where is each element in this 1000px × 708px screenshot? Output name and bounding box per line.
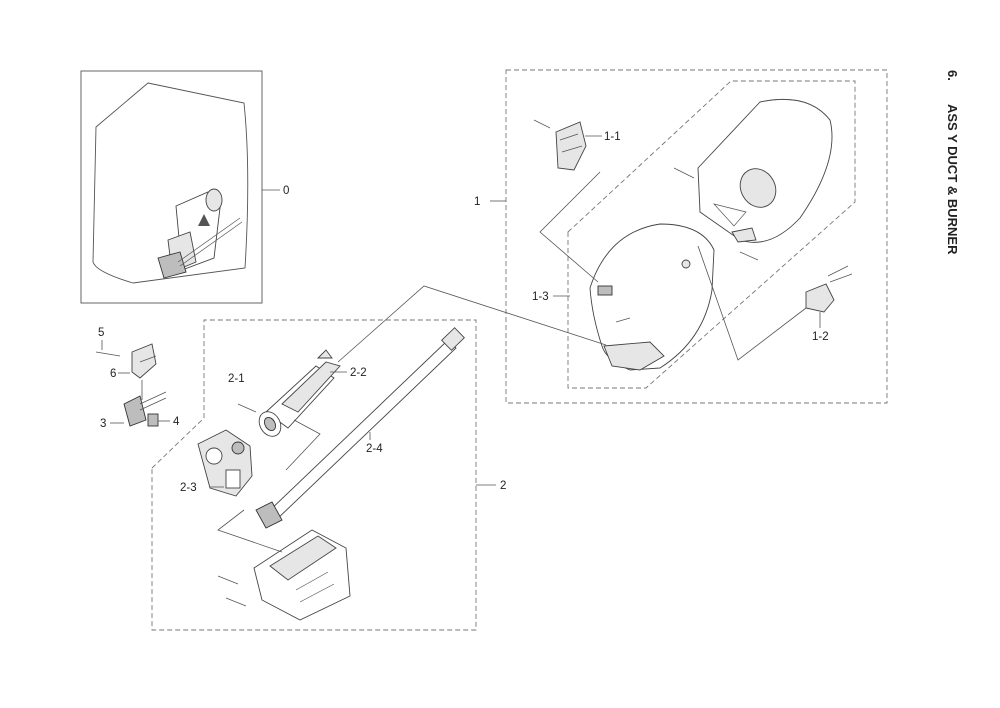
guide-line-valve	[285, 419, 321, 471]
screw-drawing-icon-3	[533, 119, 551, 129]
callout-3: 3	[100, 418, 106, 430]
screw-drawing-icon-2	[739, 251, 759, 261]
callout-5: 5	[98, 327, 104, 339]
assembly-drawing-icon	[157, 188, 243, 279]
screw-2-1	[237, 403, 257, 413]
coil-4	[147, 413, 159, 427]
callout-1-1: 1-1	[604, 131, 621, 143]
callout-1-3: 1-3	[532, 291, 549, 303]
section-number: 6.	[945, 70, 960, 81]
callout-2-1: 2-1	[228, 373, 245, 385]
callout-4: 4	[173, 416, 180, 428]
igniter-3	[123, 391, 167, 427]
duct-subgroup-outline	[567, 80, 856, 389]
callout-2-3: 2-3	[180, 482, 197, 494]
burner-tube-drawing-icon	[255, 327, 465, 529]
assembly-frame	[80, 70, 263, 304]
burner-drawing-icon	[258, 349, 341, 437]
section-title: ASS Y DUCT & BURNER	[945, 104, 960, 255]
clamp-bracket-6	[131, 343, 157, 379]
duct-assembly-group: 1 1-1	[474, 69, 888, 404]
flame-sensor-1-2	[805, 265, 853, 313]
screw-5	[95, 351, 121, 357]
screw-drawing-icon	[673, 167, 695, 179]
gas-valve-drawing-icon	[197, 429, 253, 497]
callout-2-4: 2-4	[366, 443, 383, 455]
bracket-drawing-icon	[217, 529, 351, 621]
guide-line-sensor	[697, 245, 807, 361]
callout-6: 6	[110, 368, 116, 380]
callout-2: 2	[500, 480, 506, 492]
burner-group-outline	[151, 319, 477, 631]
callout-2-2: 2-2	[350, 367, 367, 379]
section-heading: 6. ASS Y DUCT & BURNER	[945, 70, 960, 255]
duct-lower-drawing-icon	[589, 223, 715, 371]
guide-line-bracket	[217, 509, 283, 553]
duct-drawing-icon	[697, 98, 833, 243]
guide-line-burner-to-duct	[337, 285, 607, 363]
loose-parts: 5 6 3 4	[95, 327, 180, 430]
callout-1-2: 1-2	[812, 331, 829, 343]
duct-group-outline	[505, 69, 888, 404]
guide-line-duct	[539, 171, 601, 283]
burner-assembly-group: 2 2-2 2-1 2-3 2-4	[151, 319, 506, 631]
callout-0: 0	[283, 185, 289, 197]
assembly-overview-box: 0	[80, 70, 289, 304]
callout-1: 1	[474, 196, 480, 208]
sensor-bracket-1-1	[555, 121, 587, 171]
